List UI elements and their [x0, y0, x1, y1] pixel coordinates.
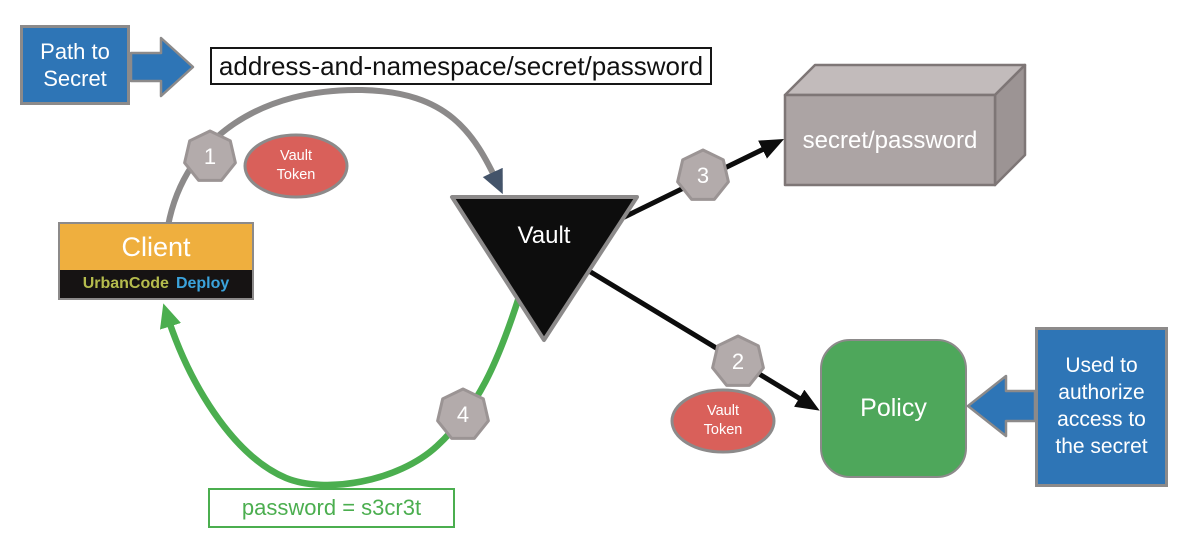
step-badge-3 — [676, 148, 730, 201]
step-badge-2 — [711, 334, 765, 387]
step-number-2: 2 — [731, 349, 745, 374]
flow-arrow-vault-to-policy — [587, 268, 820, 411]
step-number-1: 1 — [203, 144, 217, 169]
vault-token-ellipse-1 — [243, 133, 349, 199]
cube-front-face — [783, 93, 997, 187]
urbancode-deploy-logo: UrbanCode Deploy — [60, 270, 252, 298]
used-to-authorize-callout: Used to authorize access to the secret — [1035, 327, 1168, 487]
right-block-arrow-icon — [129, 36, 195, 98]
vault-label: Vault — [517, 222, 571, 249]
vault-token-ellipse-2 — [670, 388, 776, 454]
urbancode-wordmark: UrbanCode — [82, 275, 169, 292]
policy-box: Policy — [820, 339, 967, 478]
secret-store-cube-icon — [783, 63, 1027, 187]
vault-token-label-2: Vault Token — [703, 403, 743, 438]
deploy-wordmark: Deploy — [175, 275, 230, 292]
vault-token-label-1: Vault Token — [276, 148, 316, 183]
step-number-4: 4 — [456, 402, 470, 427]
client-box: Client UrbanCode Deploy — [58, 222, 254, 300]
client-label: Client — [60, 224, 252, 270]
cube-top-face — [783, 63, 1027, 97]
step-badge-1 — [183, 129, 237, 182]
flow-arrow-vault-to-client — [160, 296, 523, 489]
secret-path-box: address-and-namespace/secret/password — [210, 47, 712, 85]
path-to-secret-callout: Path to Secret — [20, 25, 130, 105]
step-number-3: 3 — [696, 163, 710, 188]
password-result-box: password = s3cr3t — [208, 488, 455, 528]
step-badge-4 — [436, 387, 490, 440]
secret-password-label: secret/password — [802, 127, 978, 154]
vault-triangle-icon — [450, 195, 639, 342]
left-block-arrow-icon — [966, 374, 1037, 438]
